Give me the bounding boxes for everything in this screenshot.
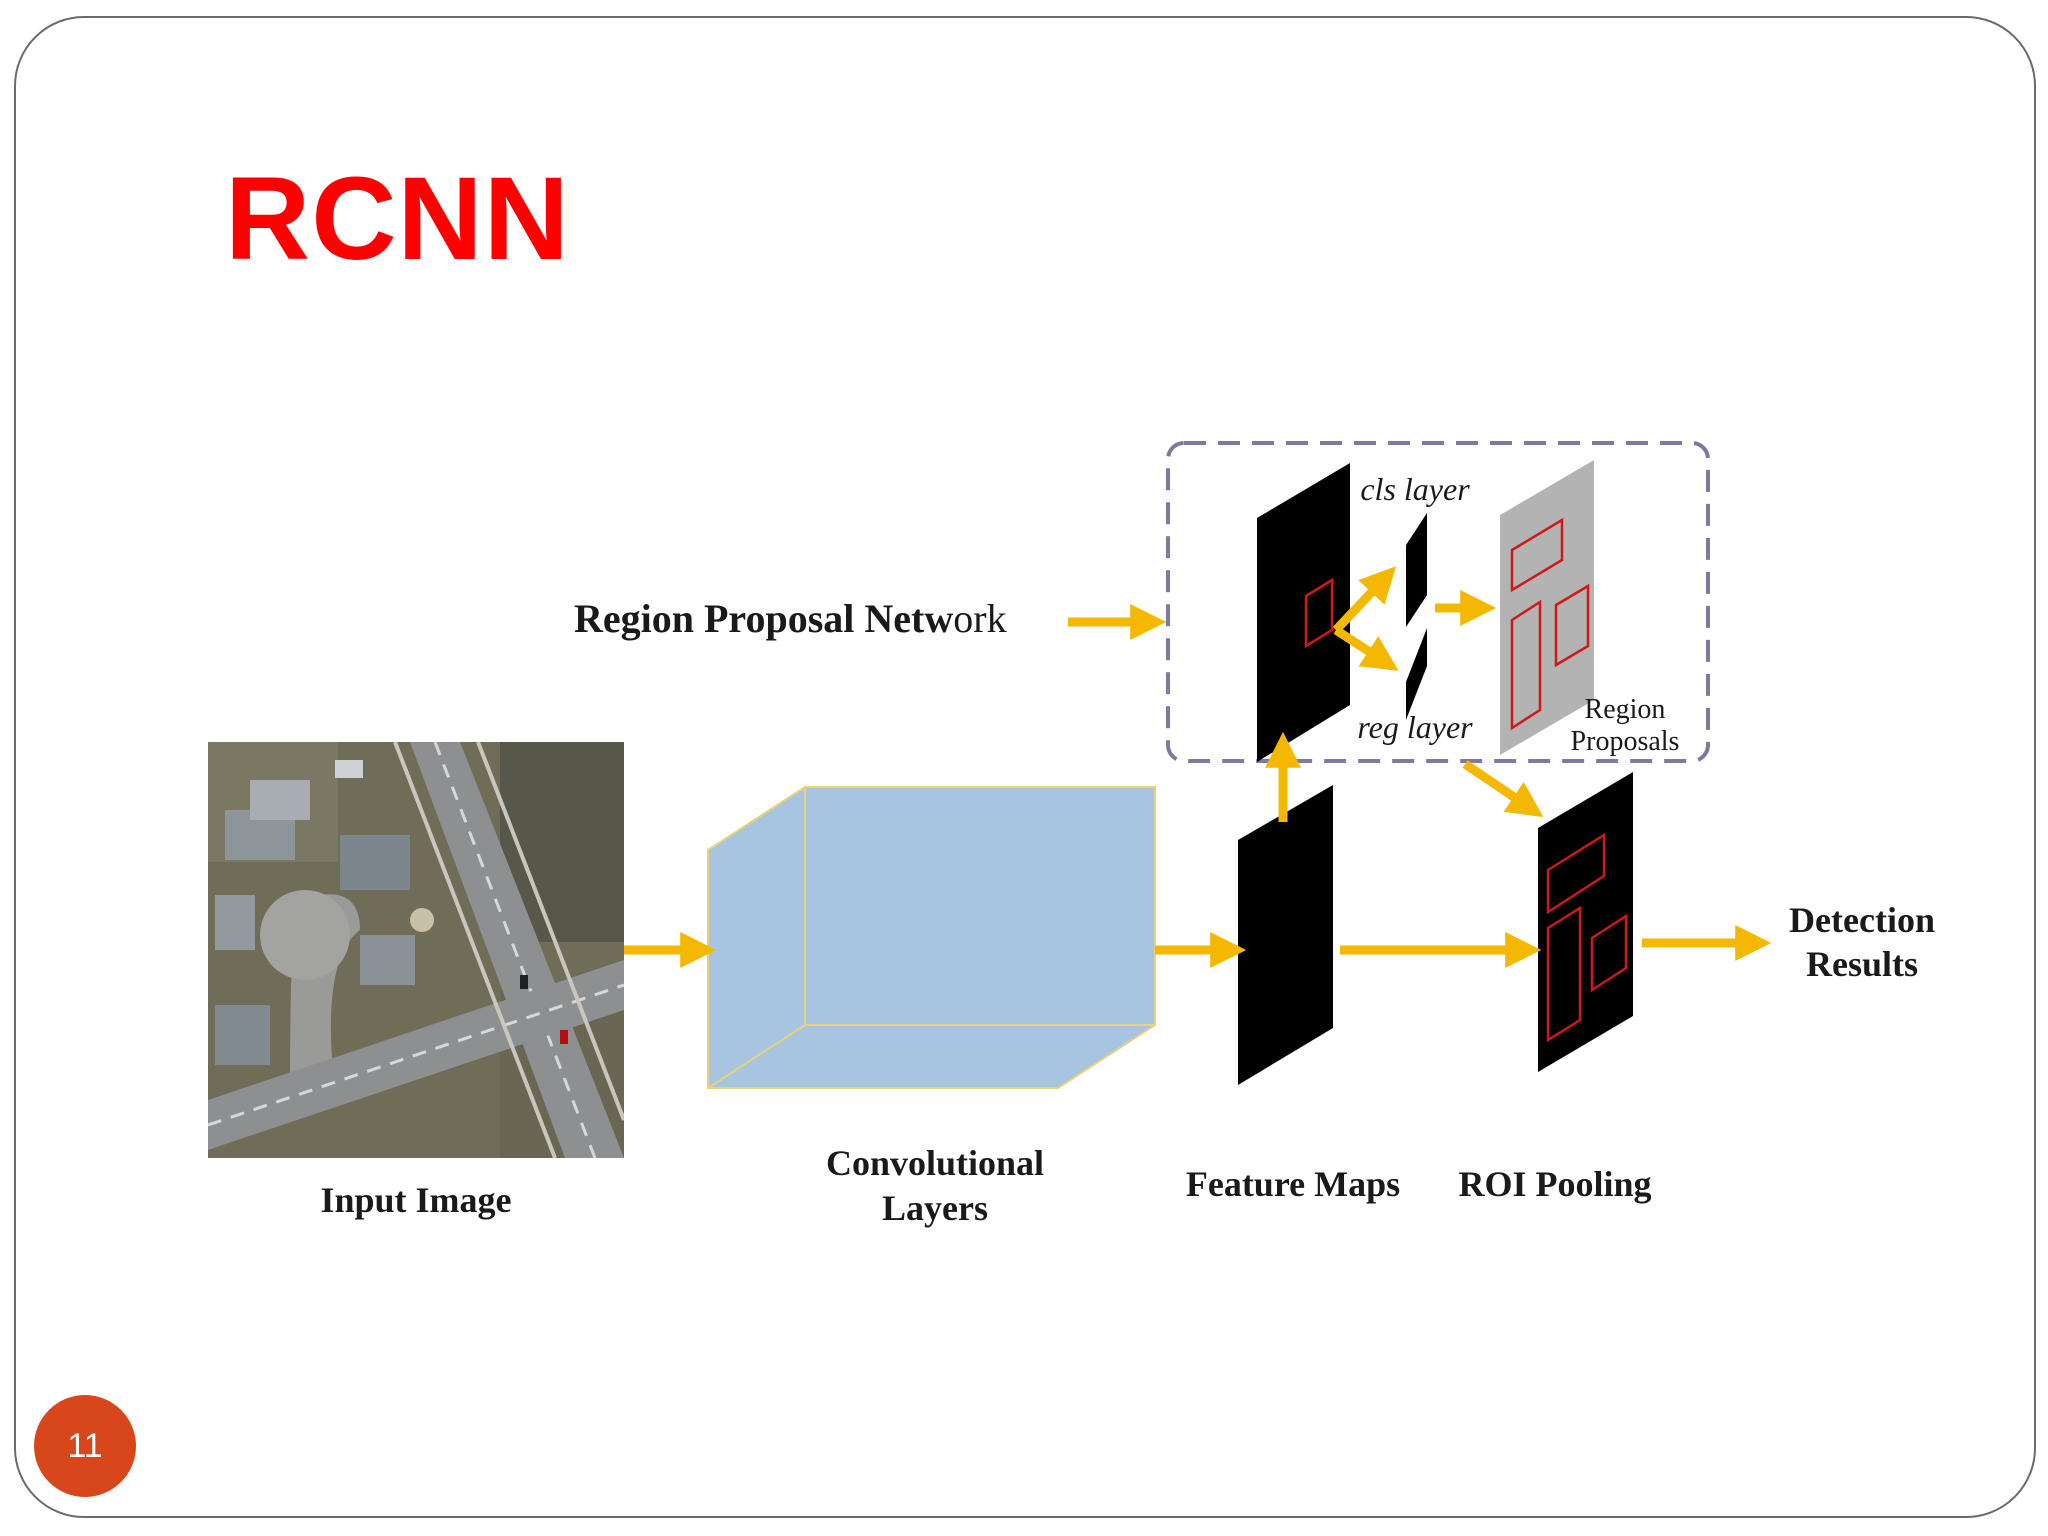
rpn-feature-map: [1257, 463, 1350, 762]
input-image-label: Input Image: [320, 1180, 511, 1220]
reg-layer-bar: [1406, 628, 1427, 720]
slide-title: RCNN: [225, 153, 570, 285]
region-proposals-label-line1: Region: [1585, 694, 1666, 725]
rpn-label-tail: ork: [953, 596, 1006, 641]
conv-layers-label-line2: Layers: [882, 1188, 988, 1228]
roi-pooling-label: ROI Pooling: [1458, 1164, 1651, 1204]
proposal-box: [1546, 832, 1606, 915]
input-image: [208, 742, 624, 1158]
convolutional-layers-block: [707, 786, 1156, 1089]
region-proposals-label-line2: Proposals: [1571, 726, 1680, 757]
proposal-box: [1510, 517, 1564, 593]
arrow-map-to-cls: [1332, 566, 1397, 634]
rpn-boundary: [1166, 441, 1710, 763]
flow-arrows: [624, 566, 1772, 968]
proposal-box: [1590, 913, 1628, 993]
proposal-box: [1546, 905, 1582, 1043]
proposal-box: [1304, 577, 1334, 649]
cube-front-face: [707, 786, 1156, 1089]
detection-results-label-line1: Detection: [1789, 900, 1935, 940]
region-proposals-panel: [1500, 460, 1594, 755]
arrow-map-to-reg: [1333, 626, 1399, 671]
arrow-proposals-to-roi: [1462, 760, 1544, 818]
reg-layer-label: reg layer: [1357, 709, 1473, 745]
proposal-box: [1554, 583, 1590, 668]
cls-layer-bar: [1406, 513, 1427, 627]
cls-layer-label: cls layer: [1360, 471, 1470, 507]
roi-pooling-map: [1538, 772, 1633, 1072]
cube-depth-edge: [707, 1024, 806, 1089]
feature-maps-label: Feature Maps: [1186, 1164, 1400, 1204]
rpn-label: Region Proposal Network: [574, 596, 1007, 641]
page-number-badge: 11: [34, 1395, 136, 1497]
page-number: 11: [67, 1426, 103, 1465]
conv-layers-label-line1: Convolutional: [826, 1143, 1044, 1183]
region-panel-face: [1500, 460, 1594, 755]
rpn-label-bold: Region Proposal Netw: [574, 596, 953, 641]
detection-results-label-line2: Results: [1806, 944, 1918, 984]
feature-map-main: [1238, 785, 1333, 1085]
proposal-box: [1510, 599, 1542, 731]
